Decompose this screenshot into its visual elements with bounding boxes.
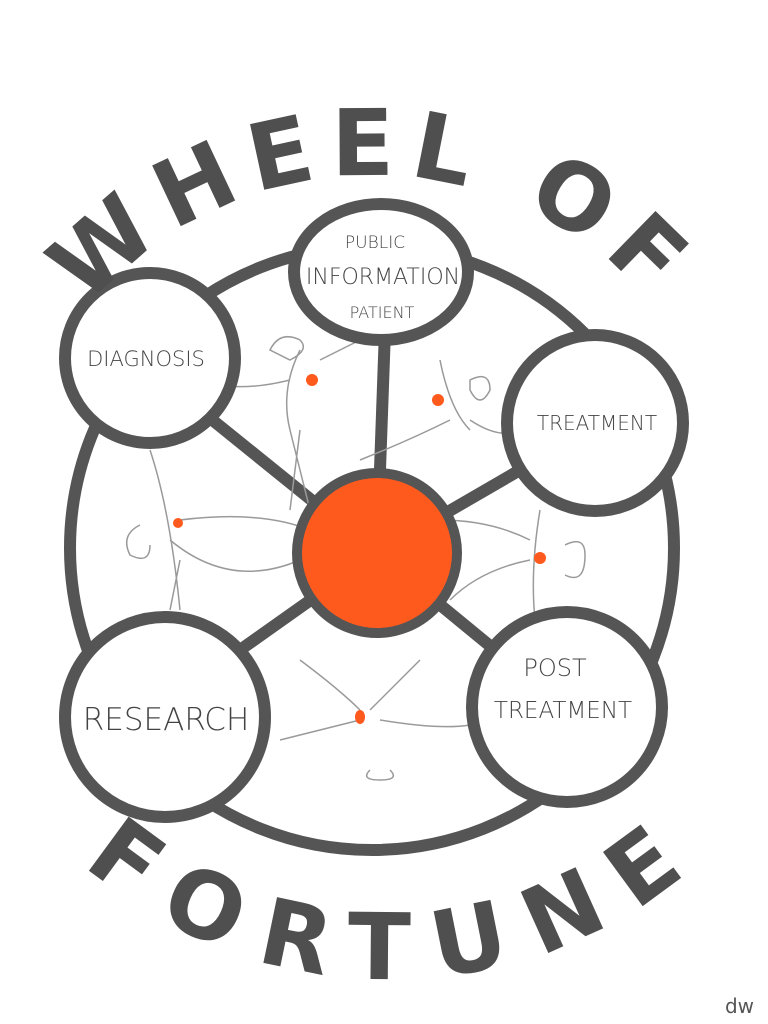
figure-hearts xyxy=(173,374,546,724)
node-treatment xyxy=(501,329,689,517)
node-research xyxy=(59,611,271,823)
label-patient: PATIENT xyxy=(350,303,415,322)
label-post: POST xyxy=(523,654,587,682)
node-diagnosis xyxy=(59,267,241,449)
node-public-information-patient xyxy=(288,198,474,346)
label-treatment: TREATMENT xyxy=(537,411,657,435)
label-diagnosis: DIAGNOSIS xyxy=(87,347,205,371)
node-post-treatment xyxy=(466,606,668,808)
center-hub xyxy=(292,468,462,638)
label-public: PUBLIC xyxy=(345,233,405,253)
artist-signature: dw xyxy=(724,994,754,1018)
label-information: INFORMATION xyxy=(306,265,460,290)
title-bottom: FORTUNE xyxy=(69,797,711,1001)
label-post-treatment: TREATMENT xyxy=(494,698,632,724)
label-research: RESEARCH xyxy=(83,702,250,738)
